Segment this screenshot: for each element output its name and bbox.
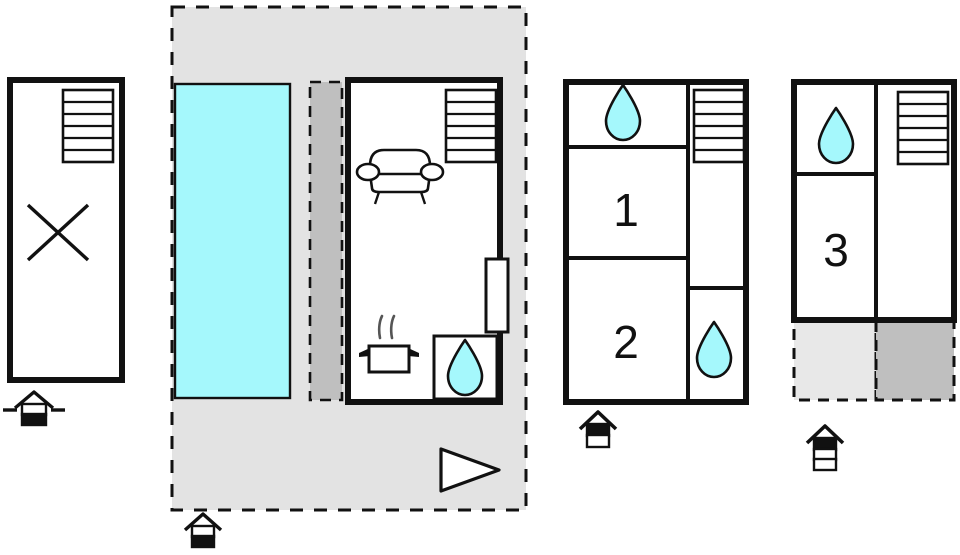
- cross-icon: [26, 203, 90, 262]
- terrace-dark: [874, 318, 956, 402]
- stairs-icon: [692, 88, 746, 164]
- unit-three-building: 1 2: [563, 79, 749, 449]
- terrace-light: [792, 318, 878, 402]
- room-number-1: 1: [613, 184, 639, 236]
- window-icon: [484, 257, 510, 334]
- stairs-icon: [444, 88, 498, 164]
- unit-center-building: [173, 77, 510, 549]
- center-bathroom: [432, 334, 499, 401]
- unit-left-building: [3, 77, 125, 427]
- room-number-3: 3: [823, 224, 849, 276]
- swimming-pool: [173, 82, 292, 400]
- stairs-icon: [896, 90, 950, 166]
- house-marker-icon-left: [3, 390, 65, 427]
- stairs-icon: [61, 88, 115, 164]
- house-marker-icon-unit-three: [578, 410, 618, 449]
- unit-four-building: 3: [791, 79, 957, 472]
- terrace-strip: [308, 80, 344, 402]
- room-number-2: 2: [613, 316, 639, 368]
- house-marker-icon-center: [183, 512, 223, 549]
- house-marker-icon-unit-four: [805, 424, 845, 472]
